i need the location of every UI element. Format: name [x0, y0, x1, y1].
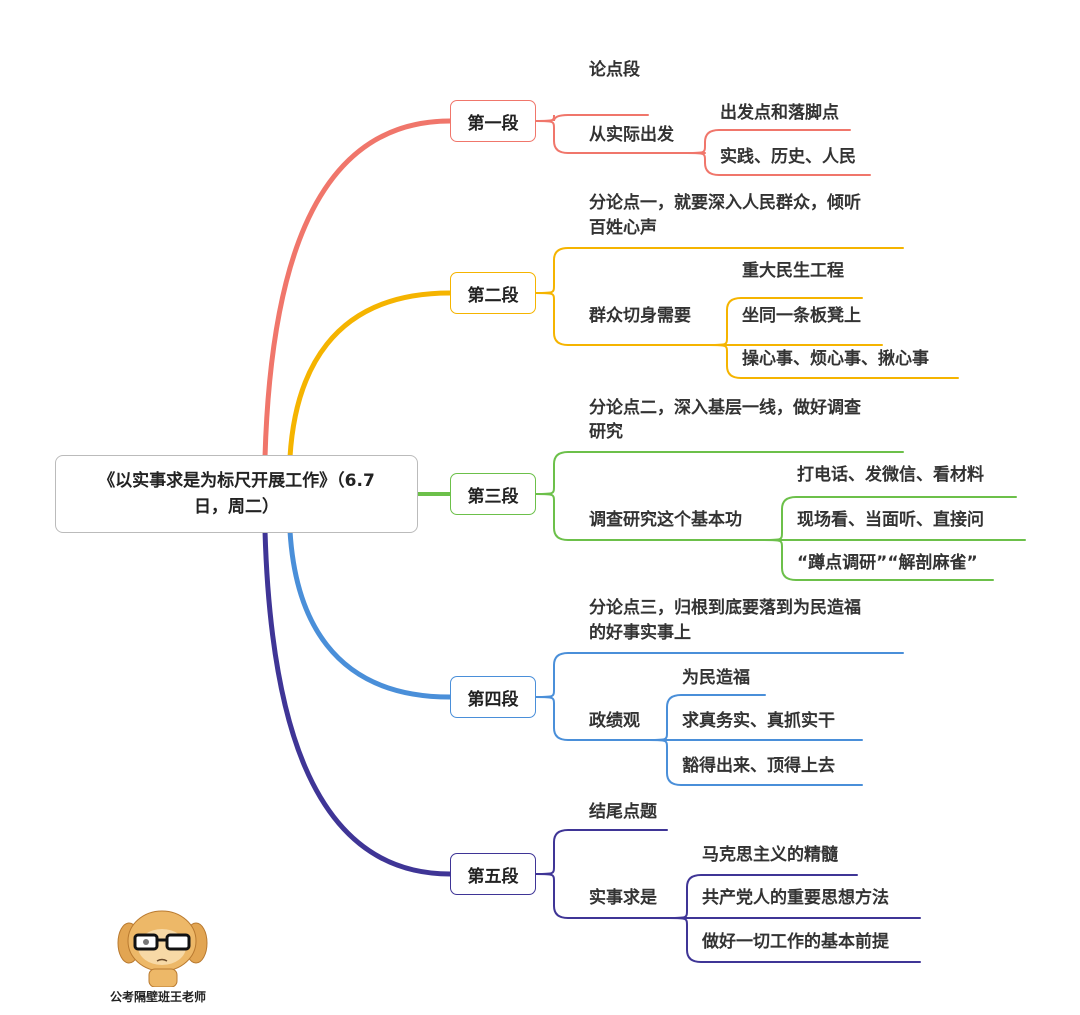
section-node-3[interactable]: 第三段 [450, 473, 536, 515]
leaf-label[interactable]: 马克思主义的精髓 [702, 845, 838, 865]
topic-label[interactable]: 调查研究这个基本功 [589, 510, 742, 530]
leaf-branch-line [708, 344, 959, 379]
topic-label[interactable]: 分论点二，深入基层一线，做好调查 [589, 398, 861, 418]
main-branch-line [262, 118, 453, 460]
leaf-branch-line [668, 917, 921, 963]
section-node-2[interactable]: 第二段 [450, 272, 536, 314]
sub-branch-line [535, 292, 728, 346]
topic-label[interactable]: 论点段 [589, 60, 640, 80]
topic-label[interactable]: 从实际出发 [589, 125, 674, 145]
leaf-branch-line [648, 739, 863, 786]
section-node-5[interactable]: 第五段 [450, 853, 536, 895]
leaf-label[interactable]: 打电话、发微信、看材料 [797, 465, 984, 485]
leaf-label[interactable]: 实践、历史、人民 [720, 147, 856, 167]
topic-label[interactable]: 分论点三，归根到底要落到为民造福 [589, 598, 861, 618]
section-node-4[interactable]: 第四段 [450, 676, 536, 718]
watermark-caption: 公考隔壁班王老师 [110, 990, 207, 1004]
topic-label[interactable]: 群众切身需要 [589, 306, 691, 326]
sub-branch-line [535, 120, 706, 154]
topic-label[interactable]: 的好事实事上 [589, 623, 691, 643]
leaf-label[interactable]: 做好一切工作的基本前提 [702, 932, 889, 952]
topic-label[interactable]: 研究 [589, 422, 623, 442]
leaf-label[interactable]: 坐同一条板凳上 [742, 306, 861, 326]
leaf-label[interactable]: 重大民生工程 [742, 261, 844, 281]
sub-branch-line [535, 114, 649, 122]
leaf-label[interactable]: 共产党人的重要思想方法 [702, 888, 889, 908]
topic-label[interactable]: 结尾点题 [589, 802, 657, 822]
leaf-label[interactable]: “蹲点调研”“解剖麻雀” [797, 553, 978, 573]
leaf-label[interactable]: 操心事、烦心事、揪心事 [742, 349, 929, 369]
root-node[interactable]: 《以实事求是为标尺开展工作》（6.7 日，周二） [55, 455, 418, 533]
root-title-line1: 《以实事求是为标尺开展工作》（6.7 [98, 471, 375, 491]
leaf-label[interactable]: 出发点和落脚点 [720, 103, 839, 123]
topic-label[interactable]: 实事求是 [589, 888, 657, 908]
leaf-label[interactable]: 豁得出来、顶得上去 [682, 756, 835, 776]
leaf-branch-line [686, 152, 871, 176]
root-title-line2: 日，周二） [194, 497, 279, 517]
section-node-1[interactable]: 第一段 [450, 100, 536, 142]
leaf-label[interactable]: 为民造福 [682, 668, 750, 688]
sub-branch-line [535, 829, 668, 875]
sub-branch-line [535, 873, 688, 919]
sub-branch-line [535, 696, 668, 741]
main-branch-line [287, 528, 453, 700]
main-branch-line [262, 528, 453, 877]
sub-branch-line [535, 247, 904, 294]
leaf-label[interactable]: 求真务实、真抓实干 [682, 711, 835, 731]
topic-label[interactable]: 分论点一，就要深入人民群众，倾听 [589, 193, 861, 213]
mascot-dog-icon [117, 910, 208, 987]
main-branch-line [287, 290, 453, 460]
leaf-branch-line [763, 539, 994, 581]
topic-label[interactable]: 政绩观 [589, 711, 640, 731]
topic-label[interactable]: 百姓心声 [589, 218, 657, 238]
sub-branch-line [535, 493, 783, 541]
leaf-label[interactable]: 现场看、当面听、直接问 [797, 510, 984, 530]
